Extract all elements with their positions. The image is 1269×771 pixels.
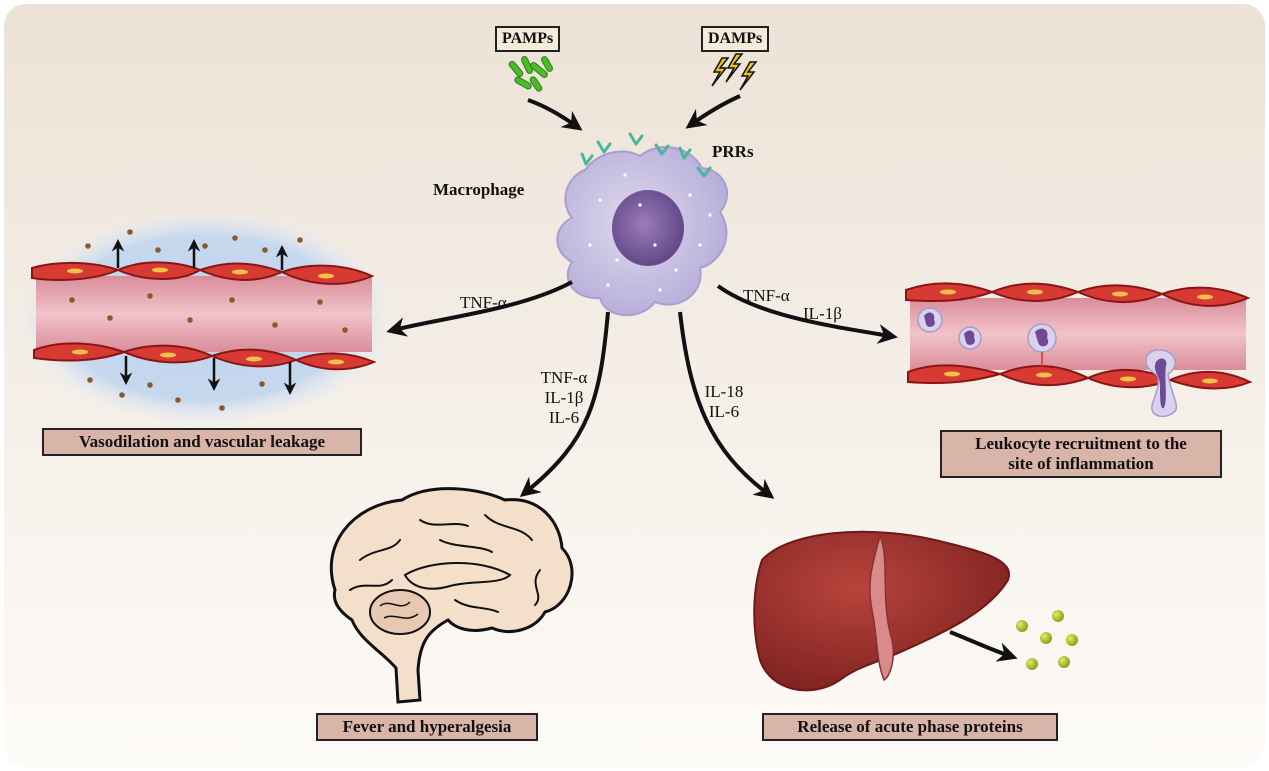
arrow-to-fever	[519, 311, 610, 498]
protein-release-arrow	[949, 630, 1018, 662]
pamps-arrow	[527, 98, 583, 131]
vasodilation-label: Vasodilation and vascular leakage	[42, 428, 362, 456]
prrs-label: PRRs	[712, 142, 754, 161]
leaky-vessel-icon	[15, 208, 395, 428]
mediator-il6-brain: IL-6	[548, 408, 580, 427]
fever-label: Fever and hyperalgesia	[316, 713, 538, 741]
brain-icon	[329, 487, 574, 704]
mediator-il18-liver: IL-18	[704, 382, 744, 401]
mediator-stack-brain: TNF-α IL-1β IL-6	[530, 368, 598, 428]
arrow-to-vasodilation	[386, 280, 573, 337]
macrophage-label: Macrophage	[433, 180, 525, 199]
liver-icon	[753, 530, 1010, 692]
acute-phase-label: Release of acute phase proteins	[762, 713, 1058, 741]
mediator-stack-liver: IL-18 IL-6	[696, 382, 752, 422]
leukocyte-vessel-icon	[905, 282, 1253, 418]
damps-label: DAMPs	[701, 26, 770, 52]
acute-phase-protein-icon	[1016, 610, 1078, 670]
mediator-il6-liver: IL-6	[708, 402, 740, 421]
mediator-tnf-brain: TNF-α	[540, 368, 588, 387]
arrow-to-liver	[678, 311, 775, 499]
mediator-tnf-left: TNF-α	[460, 293, 507, 312]
bacteria-icon	[508, 56, 553, 92]
pamps-label: PAMPs	[495, 26, 561, 52]
macrophage-icon	[556, 132, 729, 317]
leukocyte-label-line-1: Leukocyte recruitment to the	[975, 434, 1187, 453]
lightning-icon	[711, 53, 758, 91]
mediator-il1b-brain: IL-1β	[544, 388, 584, 407]
receptor-icon	[580, 132, 712, 178]
mediator-tnf-right: TNF-α	[743, 286, 790, 305]
mediator-il1b-right: IL-1β	[803, 304, 842, 323]
leukocyte-label-line-2: site of inflammation	[1008, 454, 1154, 473]
damps-arrow	[685, 94, 741, 129]
leukocyte-recruitment-label: Leukocyte recruitment to the site of inf…	[940, 430, 1222, 478]
arrow-to-leukocyte	[716, 284, 898, 344]
